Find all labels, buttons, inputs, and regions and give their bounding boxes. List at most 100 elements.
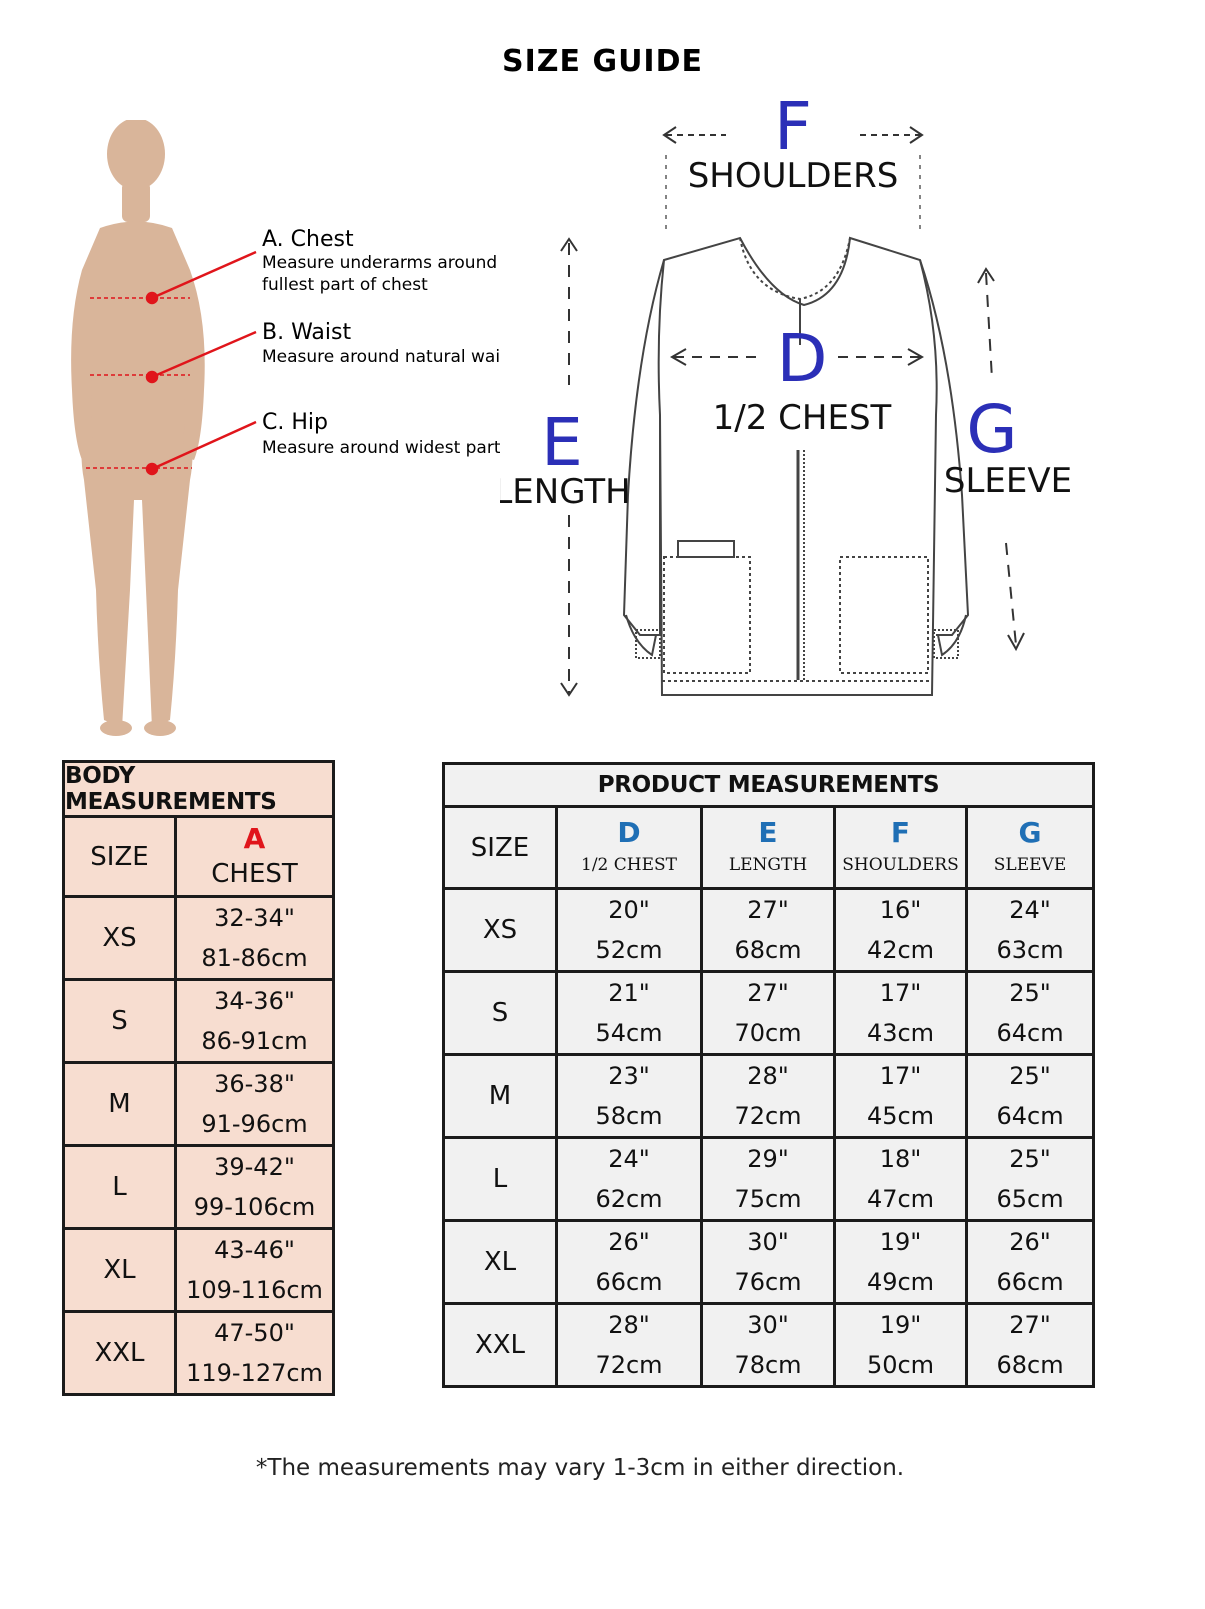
d-letter: D <box>777 320 828 397</box>
product-value-cm: 47cm <box>866 1185 935 1213</box>
body-chest-cm: 99-106cm <box>193 1193 316 1221</box>
e-letter: E <box>541 404 583 481</box>
product-value-inches: 20" <box>608 896 650 924</box>
product-value-cm: 75cm <box>734 1185 802 1213</box>
body-chest-cell: 36-38" 91-96cm <box>173 1061 336 1147</box>
product-shoulders-cell: 18" 47cm <box>833 1136 968 1222</box>
d-label: 1/2 CHEST <box>713 398 892 438</box>
product-value-cm: 64cm <box>996 1019 1064 1047</box>
product-size-header: SIZE <box>442 805 558 890</box>
body-size-cell: XXL <box>62 1310 177 1396</box>
product-value-inches: 25" <box>1009 979 1051 1007</box>
product-value-cm: 52cm <box>595 936 663 964</box>
body-size-cell: S <box>62 978 177 1064</box>
product-col-label: SHOULDERS <box>842 854 959 875</box>
product-value-cm: 66cm <box>996 1268 1064 1296</box>
chest-guide-desc-2: fullest part of chest <box>262 275 428 295</box>
product-value-cm: 50cm <box>866 1351 935 1379</box>
product-half-chest-cell: 28" 72cm <box>555 1302 703 1388</box>
product-shoulders-cell: 16" 42cm <box>833 887 968 973</box>
product-value-inches: 21" <box>608 979 650 1007</box>
body-a-label: CHEST <box>211 858 298 889</box>
body-chest-inches: 36-38" <box>214 1070 295 1098</box>
product-half-chest-cell: 20" 52cm <box>555 887 703 973</box>
product-value-cm: 65cm <box>996 1185 1064 1213</box>
body-size-cell: XL <box>62 1227 177 1313</box>
product-value-cm: 58cm <box>595 1102 663 1130</box>
product-col-letter: F <box>890 815 911 849</box>
product-size-cell: XXL <box>442 1302 558 1388</box>
product-shoulders-cell: 19"49cm <box>833 1219 968 1305</box>
waist-guide-desc: Measure around natural waist <box>262 347 500 367</box>
product-value-cm: 42cm <box>866 936 935 964</box>
product-value-inches: 30" <box>747 1228 789 1256</box>
page-title: SIZE GUIDE <box>501 44 703 79</box>
product-half-chest-cell: 24"62cm <box>555 1136 703 1222</box>
product-header-shoulders: F SHOULDERS <box>833 805 968 890</box>
product-header-sleeve: G SLEEVE <box>964 805 1096 890</box>
product-value-cm: 70cm <box>734 1019 802 1047</box>
product-col-letter: D <box>617 815 641 849</box>
body-chest-cm: 91-96cm <box>201 1110 308 1138</box>
product-value-inches: 28" <box>608 1311 650 1339</box>
product-value-inches: 23" <box>608 1062 650 1090</box>
jacket-diagram: F SHOULDERS D 1/2 CHEST E LENGTH G SLEEV… <box>500 95 1072 697</box>
body-chest-cell: 34-36" 86-91cm <box>173 978 336 1064</box>
product-value-cm: 66cm <box>595 1268 663 1296</box>
product-sleeve-cell: 24"63cm <box>964 887 1096 973</box>
chest-guide-title: A. Chest <box>262 227 354 252</box>
product-value-cm: 68cm <box>734 936 802 964</box>
product-value-cm: 63cm <box>996 936 1064 964</box>
body-table-title: BODY MEASUREMENTS <box>61 760 336 818</box>
body-chest-cell: 39-42"99-106cm <box>173 1144 336 1230</box>
product-value-cm: 72cm <box>734 1102 802 1130</box>
product-length-cell: 29"75cm <box>700 1136 836 1222</box>
product-length-cell: 30"78cm <box>700 1302 836 1388</box>
product-value-inches: 27" <box>747 896 789 924</box>
product-length-cell: 28"72cm <box>700 1053 836 1139</box>
f-label: SHOULDERS <box>688 156 899 196</box>
dimension-arrows <box>560 126 1025 697</box>
body-a-letter: A <box>243 821 266 855</box>
body-size-cell: L <box>62 1144 177 1230</box>
product-col-label: SLEEVE <box>993 854 1067 875</box>
product-value-inches: 27" <box>747 979 789 1007</box>
product-value-inches: 27" <box>1009 1311 1051 1339</box>
product-sleeve-cell: 25" 65cm <box>964 1136 1096 1222</box>
product-size-cell: S <box>442 970 558 1056</box>
product-table-title: PRODUCT MEASUREMENTS <box>441 762 1096 808</box>
product-value-cm: 54cm <box>595 1019 663 1047</box>
product-value-cm: 64cm <box>996 1102 1064 1130</box>
body-size-cell: M <box>62 1061 177 1147</box>
product-value-inches: 18" <box>879 1145 922 1173</box>
body-chest-inches: 32-34" <box>214 904 295 932</box>
product-half-chest-cell: 26"66cm <box>555 1219 703 1305</box>
product-value-inches: 25" <box>1009 1145 1051 1173</box>
product-size-cell: L <box>442 1136 558 1222</box>
product-value-cm: 72cm <box>595 1351 663 1379</box>
body-chest-cm: 86-91cm <box>201 1027 308 1055</box>
body-table-row: M 36-38" 91-96cm <box>62 1061 336 1147</box>
product-col-letter: E <box>758 815 778 849</box>
body-chest-cell: 47-50"119-127cm <box>173 1310 336 1396</box>
product-value-inches: 19" <box>879 1228 922 1256</box>
product-col-letter: G <box>1018 815 1042 849</box>
product-value-inches: 16" <box>879 896 922 924</box>
product-col-label: 1/2 CHEST <box>581 854 677 875</box>
product-value-inches: 19" <box>879 1311 922 1339</box>
product-shoulders-cell: 19" 50cm <box>833 1302 968 1388</box>
product-value-inches: 17" <box>879 1062 922 1090</box>
body-chest-inches: 34-36" <box>214 987 295 1015</box>
body-chest-cm: 119-127cm <box>186 1359 323 1387</box>
product-value-inches: 24" <box>608 1145 650 1173</box>
product-length-cell: 30"76cm <box>700 1219 836 1305</box>
